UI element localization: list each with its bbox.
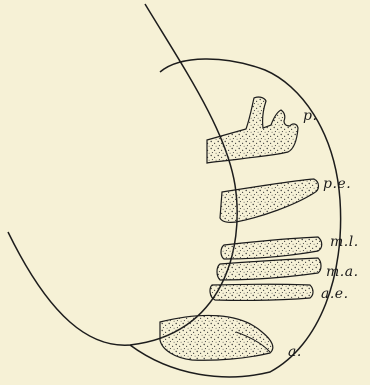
- label-ae: a.e.: [321, 287, 349, 301]
- label-ml: m.l.: [330, 235, 359, 249]
- lobe-p: [207, 97, 298, 163]
- lobe-a: [160, 315, 273, 360]
- large-mass-outline: [8, 4, 237, 345]
- label-ma: m.a.: [326, 265, 359, 279]
- label-pe: p.e.: [323, 177, 351, 191]
- label-p: p.: [303, 109, 317, 123]
- lobe-ma: [217, 258, 321, 280]
- lobe-ae: [210, 284, 313, 300]
- lobe-ml: [221, 237, 322, 259]
- label-a: a.: [288, 345, 302, 359]
